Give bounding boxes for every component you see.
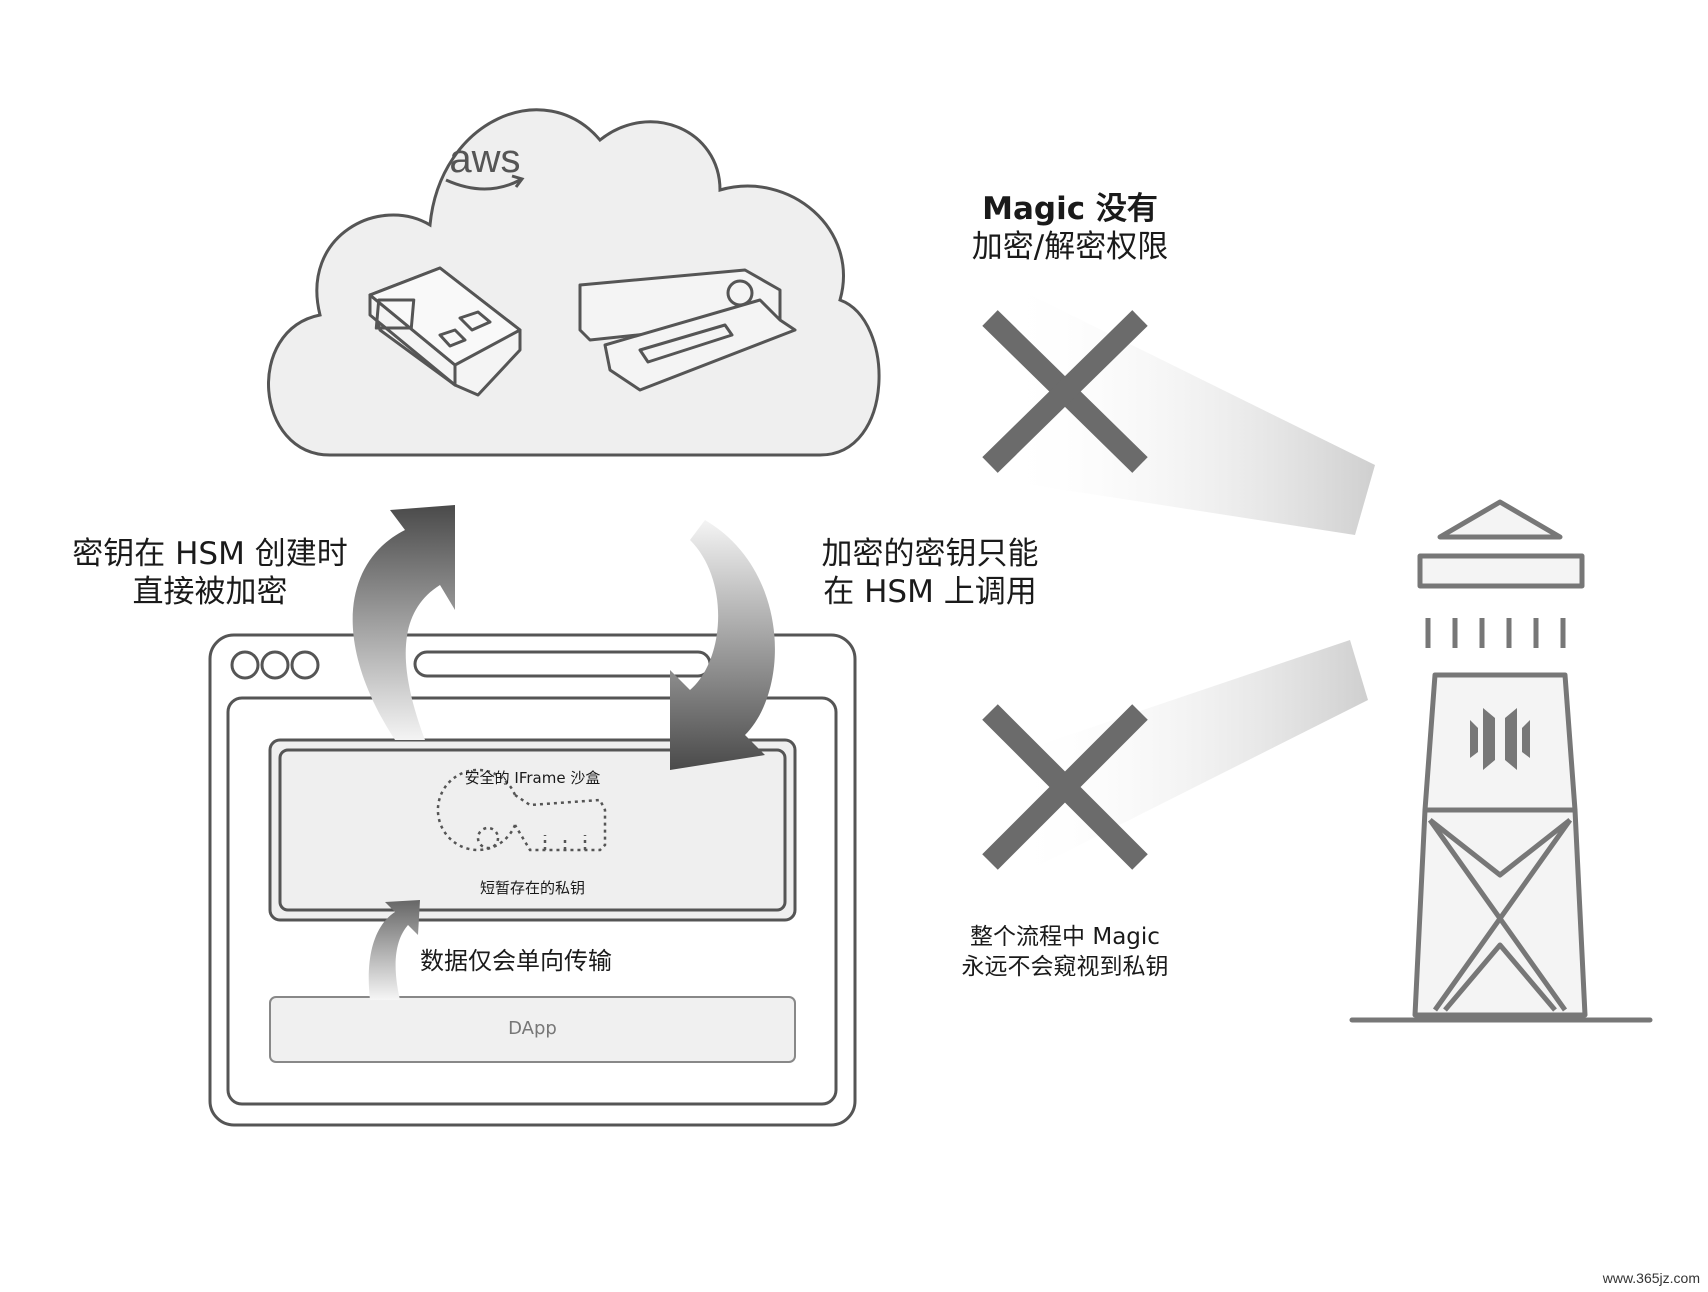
one-way-label: 数据仅会单向传输 <box>420 947 612 975</box>
never-peek-line2: 永远不会窥视到私钥 <box>961 954 1169 980</box>
iframe-title: 安全的 IFrame 沙盒 <box>464 769 601 787</box>
hsm-call-line1: 加密的密钥只能 <box>821 536 1039 572</box>
light-beam-top <box>1000 280 1375 535</box>
hsm-call-line2: 在 HSM 上调用 <box>823 574 1037 610</box>
never-peek-label: 整个流程中 Magic 永远不会窥视到私钥 <box>920 922 1210 982</box>
light-beam-bottom <box>1010 640 1368 870</box>
hsm-device-card-icon <box>368 266 522 397</box>
arrow-down-from-hsm-icon <box>670 520 775 770</box>
watermark-text: www.365jz.com <box>1602 1270 1700 1286</box>
hsm-call-label: 加密的密钥只能 在 HSM 上调用 <box>795 535 1065 611</box>
dapp-label: DApp <box>508 1018 557 1039</box>
arrow-up-to-hsm-icon <box>352 505 455 740</box>
hsm-device-usb-icon <box>578 268 797 392</box>
iframe-sandbox <box>268 738 797 922</box>
magic-lighthouse-icon <box>1349 499 1653 1023</box>
magic-no-permission-line1: Magic 没有 <box>982 191 1158 227</box>
hsm-create-line1: 密钥在 HSM 创建时 <box>72 536 348 572</box>
never-peek-line1: 整个流程中 Magic <box>970 924 1160 950</box>
dapp-box <box>269 996 796 1063</box>
aws-logo-icon: aws <box>445 137 525 191</box>
hsm-create-line2: 直接被加密 <box>132 574 288 610</box>
svg-text:aws: aws <box>449 137 520 181</box>
one-way-arrow-icon <box>368 900 420 1000</box>
blocked-cross-bottom-icon <box>982 704 1148 870</box>
aws-cloud <box>267 108 881 457</box>
hsm-create-label: 密钥在 HSM 创建时 直接被加密 <box>40 535 380 611</box>
ephemeral-key-icon <box>436 768 607 852</box>
magic-no-permission-line2: 加密/解密权限 <box>971 229 1169 265</box>
ephemeral-key-label: 短暂存在的私钥 <box>479 879 585 897</box>
blocked-cross-top-icon <box>982 310 1148 473</box>
magic-no-permission-label: Magic 没有 加密/解密权限 <box>940 190 1200 266</box>
